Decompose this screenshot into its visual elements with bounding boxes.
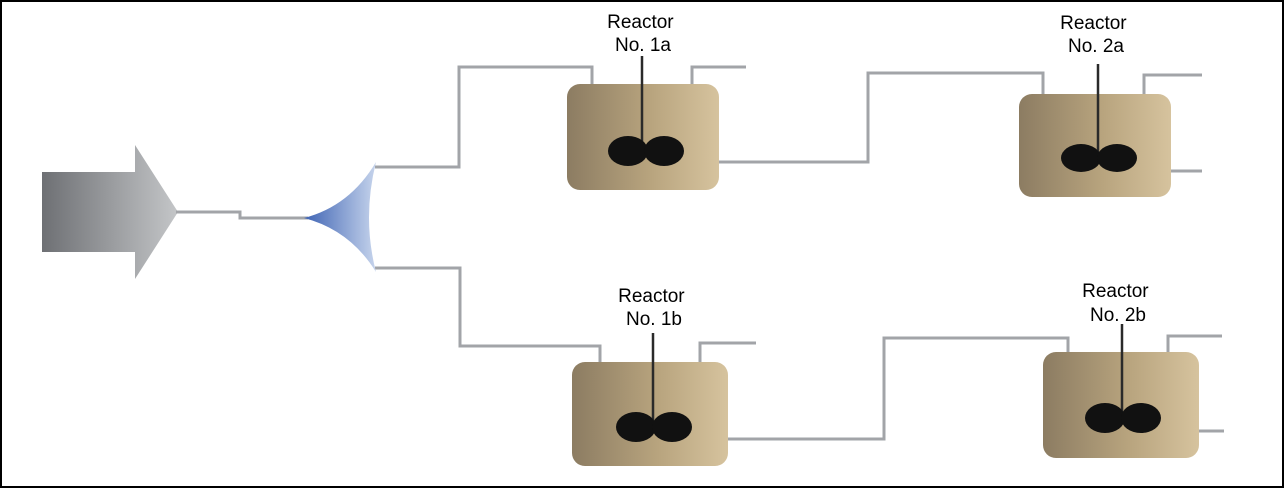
reactor-label-line1: Reactor bbox=[618, 286, 685, 307]
impeller-icon bbox=[1085, 403, 1161, 433]
reactor-2b: Reactor No. 2b bbox=[1043, 281, 1199, 458]
reactor-label-line2: No. 2b bbox=[1090, 305, 1146, 326]
impeller-icon bbox=[608, 136, 684, 166]
reactor-1b: Reactor No. 1b bbox=[572, 286, 728, 466]
reactor-label: Reactor No. 2b bbox=[1082, 281, 1154, 326]
reactor-2a: Reactor No. 2a bbox=[1019, 13, 1171, 197]
pipe-to-reactor-1b bbox=[375, 266, 602, 370]
pipe-1a-to-2a bbox=[707, 71, 1045, 164]
reactor-vessel bbox=[1019, 94, 1171, 197]
reactor-1a: Reactor No. 1a bbox=[567, 12, 719, 190]
reactor-vessel bbox=[572, 362, 728, 466]
reactor-label-line2: No. 2a bbox=[1068, 36, 1124, 57]
reactor-label: Reactor No. 1b bbox=[618, 286, 690, 330]
flow-splitter-icon bbox=[304, 162, 376, 272]
vent-pipe-1b bbox=[698, 341, 756, 370]
reactor-label: Reactor No. 1a bbox=[607, 12, 679, 56]
reactor-label-line2: No. 1b bbox=[626, 309, 682, 330]
feed-arrow-icon bbox=[42, 145, 178, 279]
pipe-to-reactor-1a bbox=[375, 65, 594, 169]
reactor-label: Reactor No. 2a bbox=[1060, 13, 1132, 57]
impeller-icon bbox=[1061, 144, 1137, 172]
pipe-1b-to-2b bbox=[719, 336, 1070, 441]
outlet-pipe-2a bbox=[1142, 73, 1202, 103]
reactor-label-line1: Reactor bbox=[607, 12, 674, 33]
inlet-pipe bbox=[176, 210, 308, 220]
reactor-label-line1: Reactor bbox=[1060, 13, 1127, 34]
reactor-label-line1: Reactor bbox=[1082, 281, 1149, 302]
impeller-icon bbox=[616, 412, 692, 442]
reactor-label-line2: No. 1a bbox=[615, 35, 671, 56]
